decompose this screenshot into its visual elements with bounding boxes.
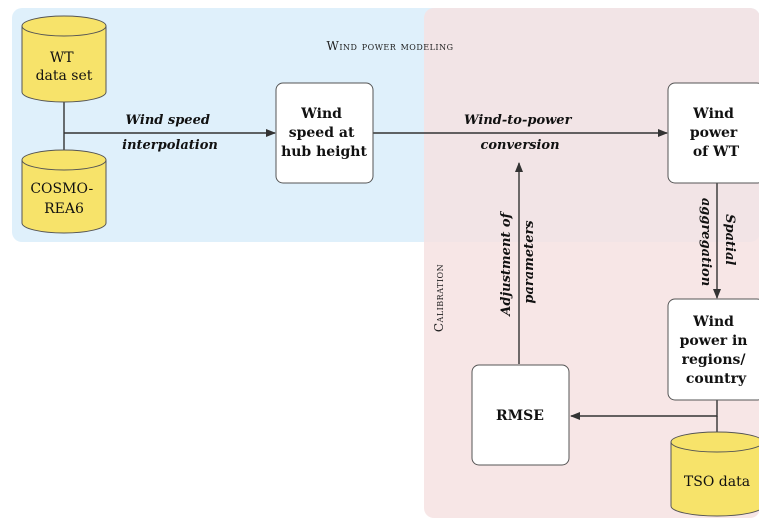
svg-text:Wind power of WT: Wind power of WT [690, 106, 742, 160]
wt-dataset-node: WT data set [21, 15, 107, 103]
tso-node: TSO data [670, 431, 759, 517]
wind-speed-hub-node: Wind speed at hub height [275, 82, 374, 184]
wind-power-wt-node: Wind power of WT [667, 82, 759, 184]
svg-text:WT data set: WT data set [36, 50, 93, 84]
modeling-region-label: Wind power modeling [327, 39, 454, 53]
svg-text:Adjustment of parameters: Adjustment of parameters [499, 208, 537, 317]
cosmo-node: COSMO- REA6 [21, 149, 107, 234]
adjust-label: Adjustment of parameters [499, 208, 537, 317]
svg-text:TSO data: TSO data [684, 474, 750, 490]
wind-power-regions-node: Wind power in regions/ country [667, 298, 759, 401]
spatial-label: Spatial aggregation [698, 198, 737, 286]
calibration-region-label: Calibration [432, 264, 446, 332]
svg-text:COSMO- REA6: COSMO- REA6 [30, 181, 97, 217]
interp-label: Wind speed interpolation [122, 113, 218, 153]
svg-text:Spatial aggregation: Spatial aggregation [698, 198, 737, 286]
svg-text:Wind speed at hub: Wind speed at hub height [281, 106, 367, 160]
svg-text:Wind power in regi: Wind power in regions/ country [680, 314, 753, 387]
w2p-label: Wind-to-power conversion [464, 113, 576, 153]
rmse-node: RMSE [471, 364, 570, 466]
svg-text:RMSE: RMSE [496, 408, 544, 424]
